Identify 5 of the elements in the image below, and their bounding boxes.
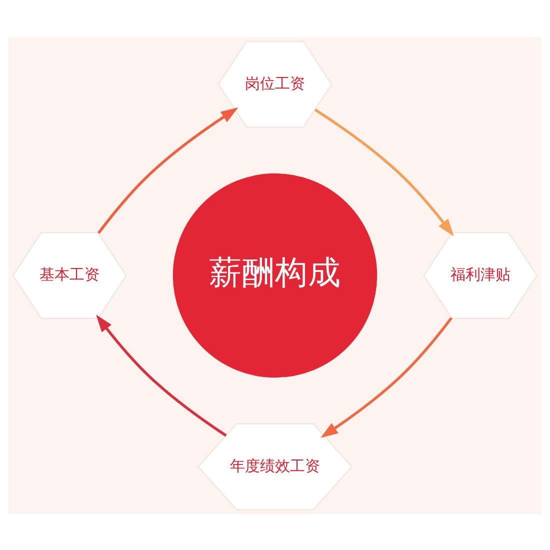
node-circle: 薪酬构成	[172, 172, 378, 378]
arrow	[314, 108, 454, 236]
arrow	[320, 316, 453, 438]
arrow	[97, 106, 238, 234]
arrow	[96, 314, 227, 436]
